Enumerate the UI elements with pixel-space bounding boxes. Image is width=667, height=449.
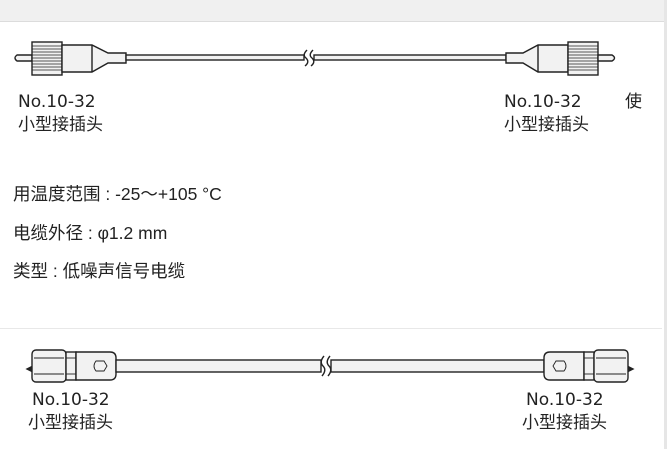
- cable-1-side-text: 使: [625, 92, 642, 112]
- top-band: [0, 0, 667, 22]
- section-divider: [0, 328, 662, 329]
- cable-1-diagram: [14, 41, 616, 76]
- cable-2-left-connector-label: No.10-32 小型接插头: [28, 390, 113, 433]
- spec-temperature: 用温度范围 : -25～+105 °C: [13, 184, 222, 204]
- scrollbar-edge: [664, 0, 667, 449]
- spec-type: 类型 : 低噪声信号电缆: [13, 261, 186, 281]
- cable-1-right-connector-label: No.10-32 小型接插头: [504, 92, 589, 135]
- spec-diameter: 电缆外径 : φ1.2 mm: [13, 223, 168, 243]
- cable-1-left-connector-label: No.10-32 小型接插头: [18, 92, 103, 135]
- cable-2-diagram: [25, 349, 635, 383]
- cable-2-right-connector-label: No.10-32 小型接插头: [522, 390, 607, 433]
